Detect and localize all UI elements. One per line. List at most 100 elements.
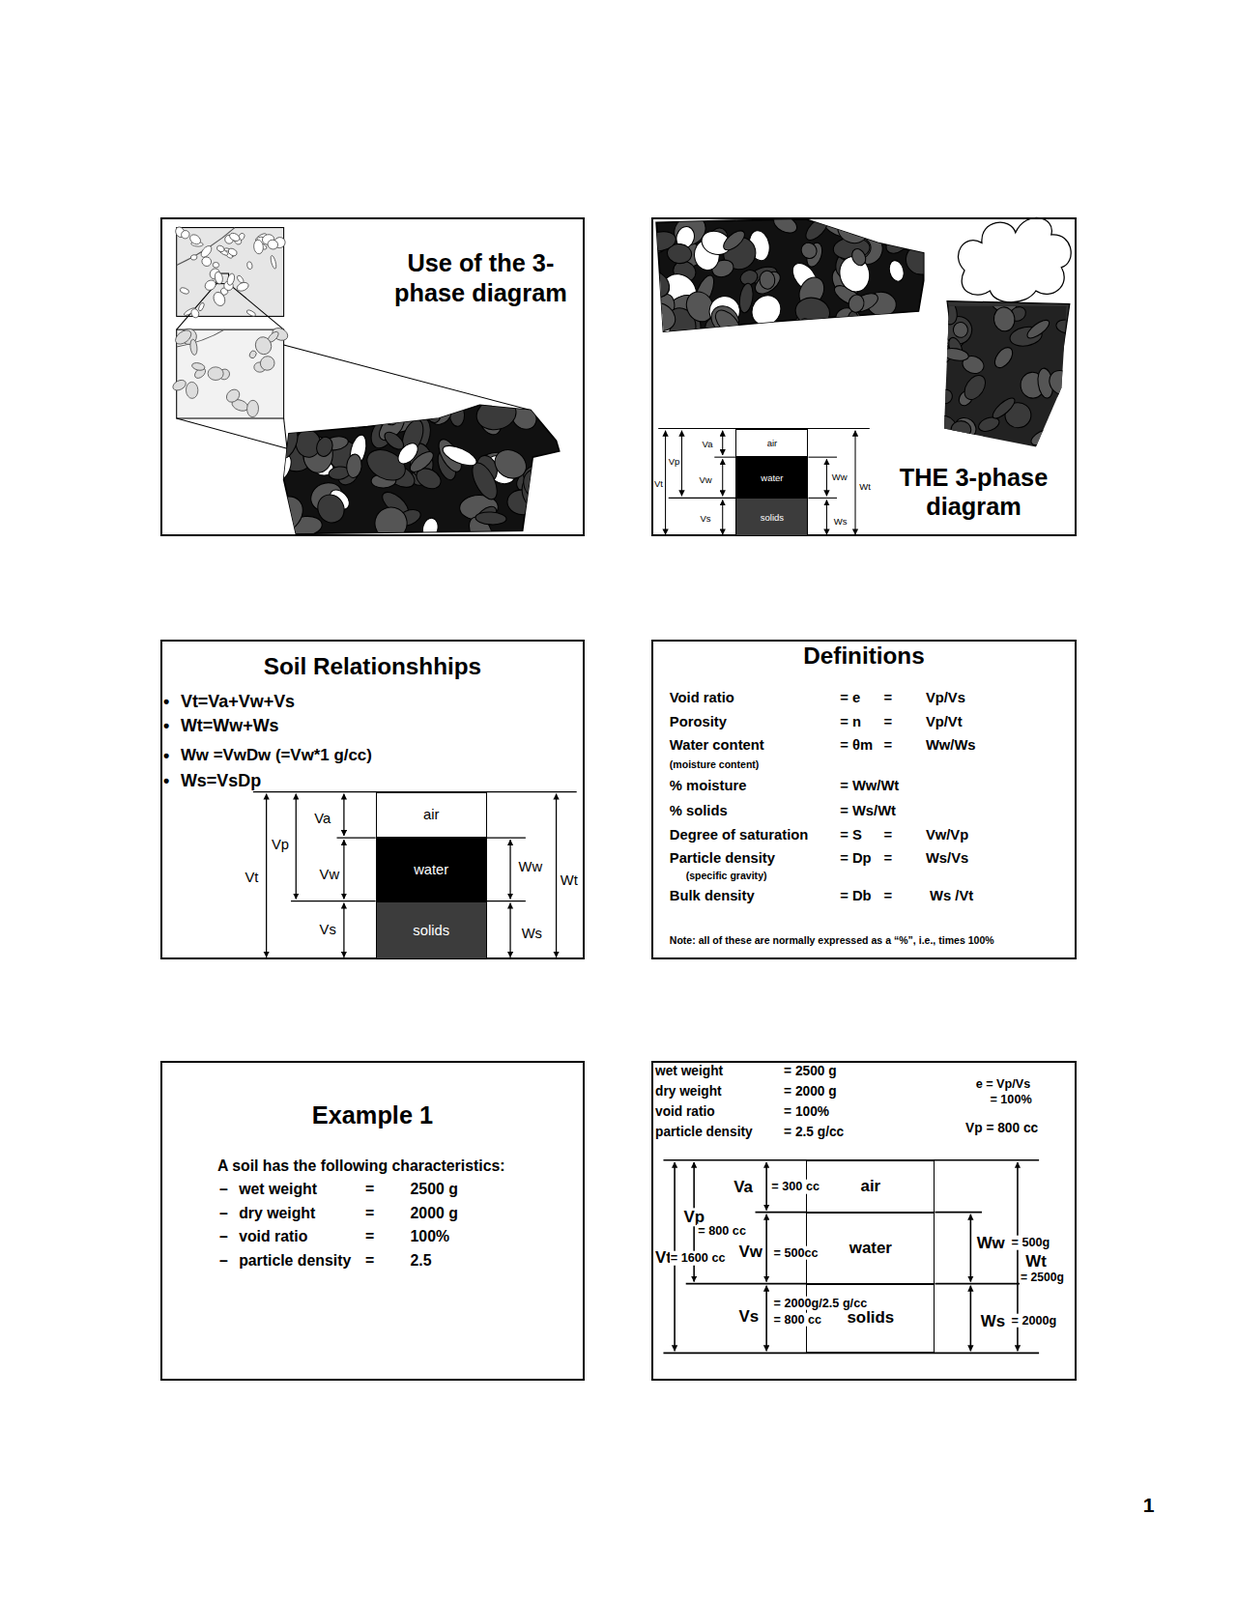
label: Ww — [518, 858, 544, 875]
label: = S — [839, 826, 863, 843]
label: = — [365, 1252, 374, 1270]
phase-label: air — [767, 437, 778, 449]
label: Ws — [834, 516, 848, 527]
slide-title: Soil Relationshhips — [160, 652, 585, 681]
label: Degree of saturation — [669, 826, 809, 843]
label: (specific gravity) — [686, 869, 768, 882]
label: Vs — [738, 1308, 761, 1327]
label: = — [884, 826, 893, 843]
label: = 800 cc — [772, 1312, 823, 1327]
dimension-lines — [253, 792, 577, 958]
label: = Ww/Wt — [839, 777, 899, 795]
phase-box: solids — [735, 497, 808, 537]
label: Va — [314, 809, 331, 827]
label: = Dp — [839, 850, 871, 867]
label: 2.5 — [410, 1252, 432, 1270]
label: Ws /Vt — [929, 888, 974, 905]
phase-box: air — [735, 429, 808, 459]
label: Vs — [699, 513, 711, 524]
label: Ww/Ws — [925, 736, 977, 753]
soil-aggregate — [258, 209, 1087, 549]
phase-box: solids — [805, 1284, 935, 1354]
slide-title: Use of the 3-phase diagram — [393, 248, 570, 308]
label: Vw/Vp — [925, 826, 969, 843]
label: = Db — [839, 888, 871, 905]
label: % moisture — [669, 777, 748, 795]
label: = — [365, 1205, 374, 1223]
label: Vt=Va+Vw+Vs — [180, 690, 295, 712]
label: Vp/Vt — [925, 713, 963, 730]
label: Ws — [979, 1312, 1007, 1331]
label: Water content — [669, 736, 765, 753]
slide: Soil Relationshhips air water solids — [160, 639, 585, 960]
label: Ws=VsDp — [180, 771, 261, 792]
slide: Definitions — [651, 639, 1077, 960]
page-number: 1 — [1143, 1494, 1155, 1518]
label: – — [219, 1252, 229, 1270]
label: Note: all of these are normally expresse… — [669, 934, 995, 947]
label: Particle density — [669, 850, 776, 867]
label: = — [884, 690, 893, 707]
label: Vt — [244, 869, 259, 887]
label: Wt — [859, 481, 871, 492]
slide-text: = 100% — [783, 1104, 830, 1121]
label: wet weight — [238, 1180, 317, 1199]
slide-text: dry weight — [655, 1084, 722, 1100]
label: = 800 cc — [696, 1223, 748, 1238]
label: % solids — [669, 802, 728, 819]
label: – — [219, 1180, 229, 1199]
label: • — [163, 690, 170, 712]
label: • — [163, 745, 170, 766]
label: = 2000g — [1010, 1313, 1059, 1328]
slide-text: void ratio — [655, 1104, 716, 1121]
phase-label: water — [849, 1238, 892, 1259]
phase-label: air — [423, 806, 439, 823]
phase-box: solids — [375, 901, 488, 960]
phase-label: water — [760, 472, 783, 484]
label: 100% — [410, 1228, 450, 1246]
label: – — [219, 1228, 229, 1246]
phase-label: solids — [412, 922, 450, 939]
label: = 2500g — [1019, 1271, 1065, 1286]
phase-label: water — [413, 862, 449, 878]
label: = 500cc — [772, 1246, 819, 1262]
phase-box: water — [375, 837, 488, 901]
label: = — [884, 850, 893, 867]
label: Bulk density — [669, 888, 755, 905]
slide: Example 1 A soil has the following charac… — [160, 1061, 585, 1381]
phase-box: air — [375, 792, 488, 839]
label: = 300 cc — [770, 1179, 821, 1195]
label: Va — [732, 1179, 754, 1198]
label: = 500g — [1010, 1236, 1052, 1251]
slide-title: Example 1 — [160, 1100, 585, 1130]
slide-text: A soil has the following characteristics… — [217, 1156, 506, 1176]
label: Vp = 800 cc — [965, 1121, 1038, 1137]
label: Vw — [698, 475, 712, 487]
label: Wt=Ww+Ws — [180, 716, 280, 737]
label: = 2000g/2.5 g/cc — [772, 1295, 868, 1311]
label: Vw — [319, 866, 341, 884]
label: = 1600 cc — [669, 1251, 727, 1266]
label: dry weight — [238, 1205, 316, 1223]
phase-box: water — [735, 457, 808, 498]
label: = Ws/Wt — [839, 802, 896, 819]
slide-text: particle density — [655, 1124, 753, 1141]
label: = n — [839, 713, 862, 730]
label: = θm — [839, 736, 873, 753]
slide-title: Definitions — [651, 641, 1077, 670]
label: 2500 g — [410, 1180, 459, 1199]
label: e = Vp/Vs — [976, 1076, 1032, 1092]
slide-text: = 2.5 g/cc — [783, 1124, 844, 1141]
phase-box: water — [805, 1212, 935, 1285]
label: Porosity — [669, 713, 727, 730]
label: Ws/Vs — [925, 850, 969, 867]
label: Vp — [668, 457, 681, 468]
label: Vp — [271, 836, 289, 854]
label: – — [219, 1205, 229, 1223]
label: Ws — [521, 925, 543, 943]
label: Va — [702, 439, 714, 451]
label: Vs — [319, 921, 337, 939]
slide-text: = 2000 g — [783, 1084, 837, 1100]
label: (moisture content) — [669, 758, 760, 771]
